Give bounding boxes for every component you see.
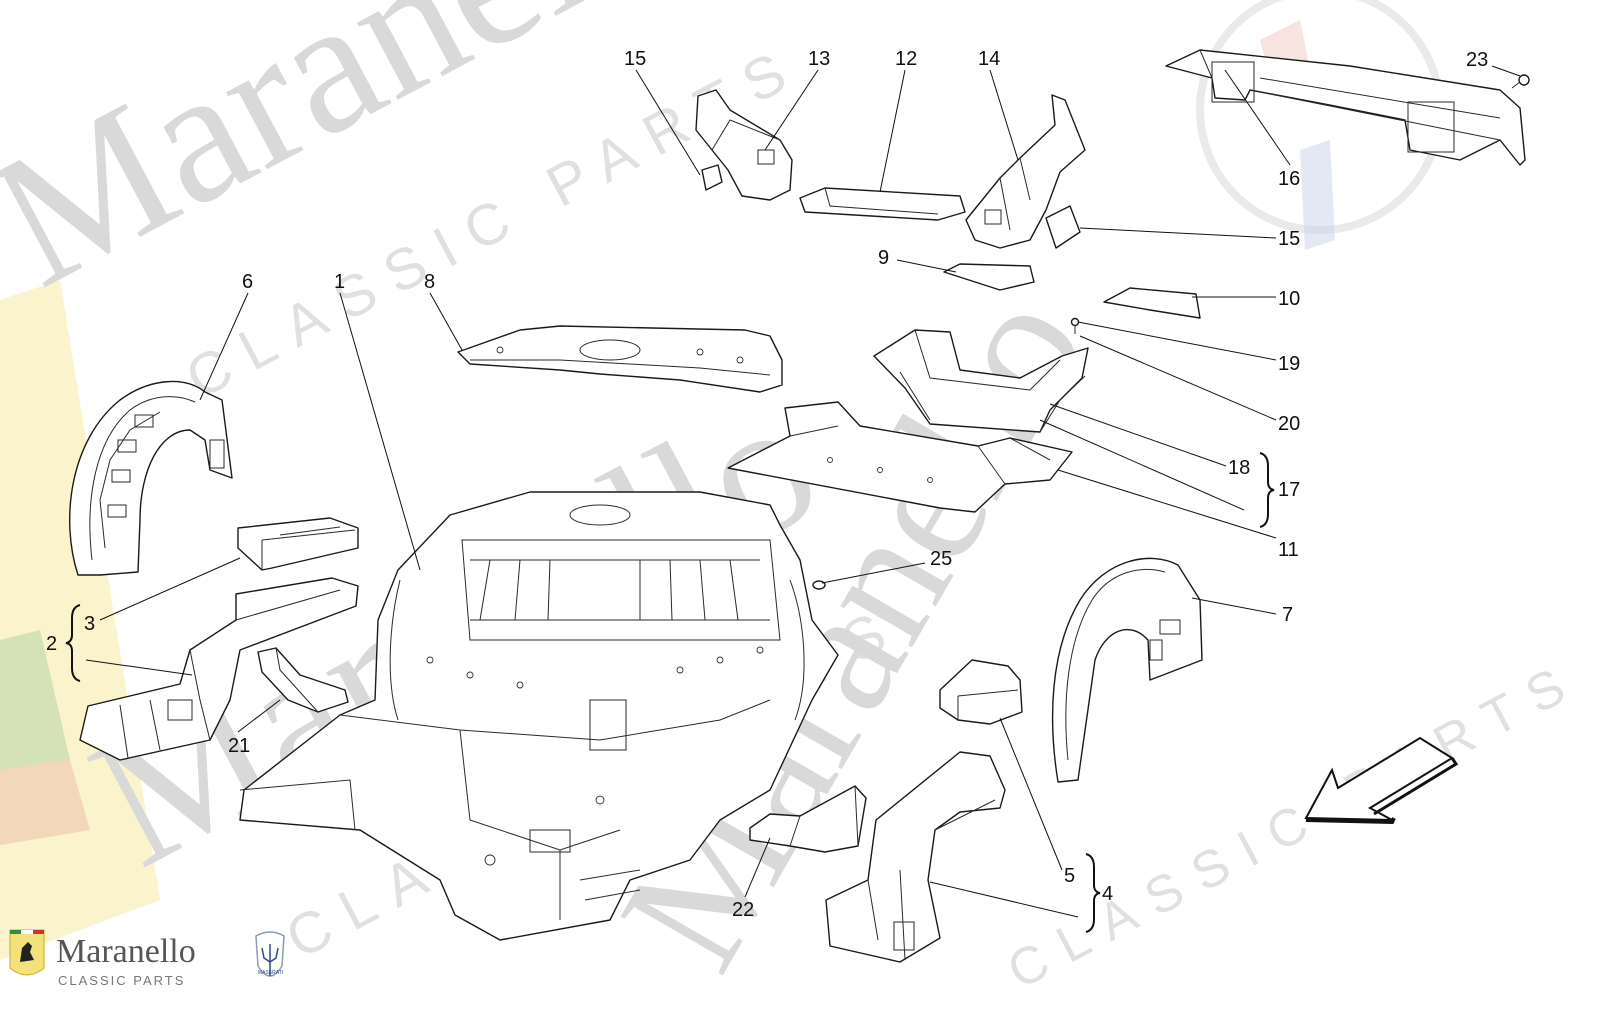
part-17-spare-wheel-tub — [873, 329, 1089, 433]
part-23-bolt — [1511, 74, 1530, 89]
leader-lines — [85, 65, 1521, 918]
callout-2: 2 — [46, 633, 57, 655]
callout-13: 13 — [808, 48, 830, 70]
callout-16: 16 — [1278, 168, 1300, 190]
part-7-right-wheelhouse — [1051, 557, 1203, 783]
logo-sub: CLASSIC PARTS — [58, 973, 185, 988]
ferrari-flag-watermark — [0, 280, 160, 960]
part-12-crossmember — [799, 187, 966, 221]
callout-25: 25 — [930, 548, 952, 570]
maranello-logo: Maranello CLASSIC PARTS MASERATI — [9, 929, 285, 988]
part-5-right-rail — [939, 659, 1023, 725]
part-8-rear-shelf — [457, 325, 783, 393]
part-2-left-member — [79, 577, 359, 761]
part-15-bracket-left — [701, 164, 723, 191]
brace-4 — [1085, 853, 1101, 933]
callout-1: 1 — [334, 271, 345, 293]
part-22-bracket — [749, 785, 867, 853]
callout-10: 10 — [1278, 288, 1300, 310]
part-3-left-rail — [237, 517, 359, 571]
brace-17 — [1259, 452, 1275, 528]
part-1-rear-floor-assembly — [239, 491, 839, 941]
callout-8: 8 — [424, 271, 435, 293]
callout-12: 12 — [895, 48, 917, 70]
logo-name: Maranello — [56, 933, 196, 970]
part-6-left-wheelhouse — [69, 380, 233, 576]
callout-17: 17 — [1278, 479, 1300, 501]
callout-15-top: 15 — [624, 48, 646, 70]
callout-15-right: 15 — [1278, 228, 1300, 250]
part-15-bracket-right — [1045, 205, 1081, 249]
callout-6: 6 — [242, 271, 253, 293]
callout-20: 20 — [1278, 413, 1300, 435]
front-direction-arrow-icon — [1304, 736, 1459, 825]
maserati-label: MASERATI — [258, 970, 283, 976]
part-11-floor-panel — [727, 401, 1073, 513]
callout-5: 5 — [1064, 865, 1075, 887]
callout-3: 3 — [84, 613, 95, 635]
part-21-bracket — [257, 647, 349, 713]
part-9-plate — [943, 263, 1035, 291]
callout-11: 11 — [1278, 539, 1299, 561]
part-14-suspension-tower-right — [965, 94, 1086, 249]
callout-7: 7 — [1282, 604, 1293, 626]
part-16-bumper-beam — [1165, 49, 1526, 166]
callout-21: 21 — [228, 735, 250, 757]
part-13-suspension-tower-left — [695, 89, 793, 201]
callout-22: 22 — [732, 899, 754, 921]
callout-4: 4 — [1102, 883, 1113, 905]
part-25-plug — [812, 580, 826, 590]
maserati-trident-icon: MASERATI — [255, 931, 285, 977]
part-10-plate — [1103, 287, 1201, 319]
callout-9: 9 — [878, 247, 889, 269]
callout-23: 23 — [1466, 49, 1488, 71]
brace-2 — [65, 604, 81, 682]
callout-19: 19 — [1278, 353, 1300, 375]
callout-numbers: 15 13 12 14 23 16 15 9 10 19 20 18 17 11… — [46, 48, 1488, 921]
callout-14: 14 — [978, 48, 1000, 70]
part-4-right-member — [825, 751, 1006, 963]
callout-18: 18 — [1228, 457, 1250, 479]
